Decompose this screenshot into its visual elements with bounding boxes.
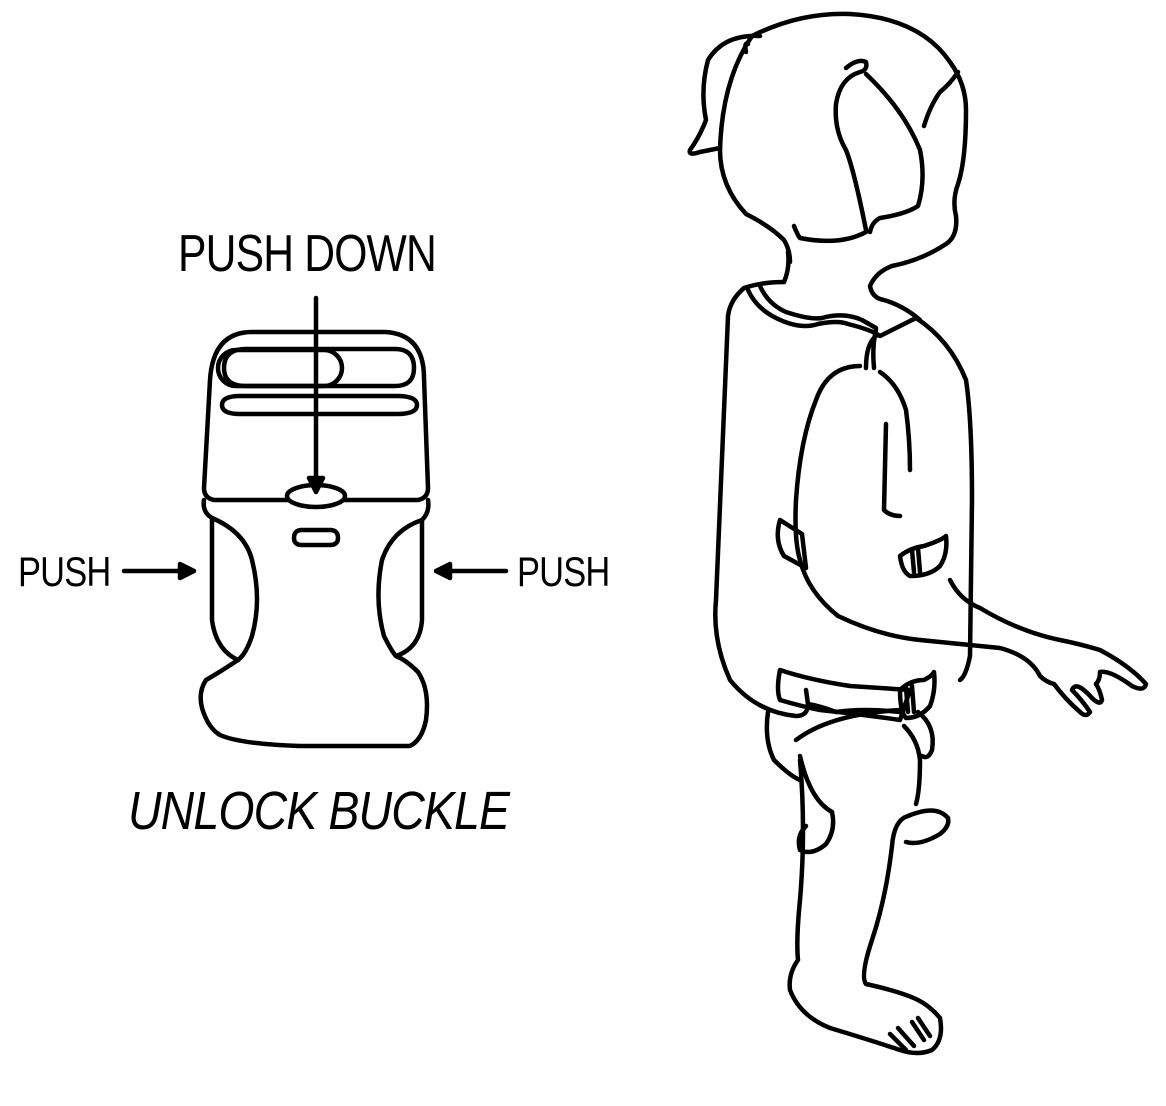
push-down-label: PUSH DOWN [178,225,437,283]
arrow-right-icon [121,561,197,581]
arrow-down-icon [306,295,326,495]
push-left-label: PUSH [18,548,111,595]
buckle-icon [198,329,431,749]
unlock-buckle-caption: UNLOCK BUCKLE [128,781,510,841]
push-right-label: PUSH [517,548,610,595]
arrow-left-icon [433,561,509,581]
child-figure-icon [687,11,1149,1056]
